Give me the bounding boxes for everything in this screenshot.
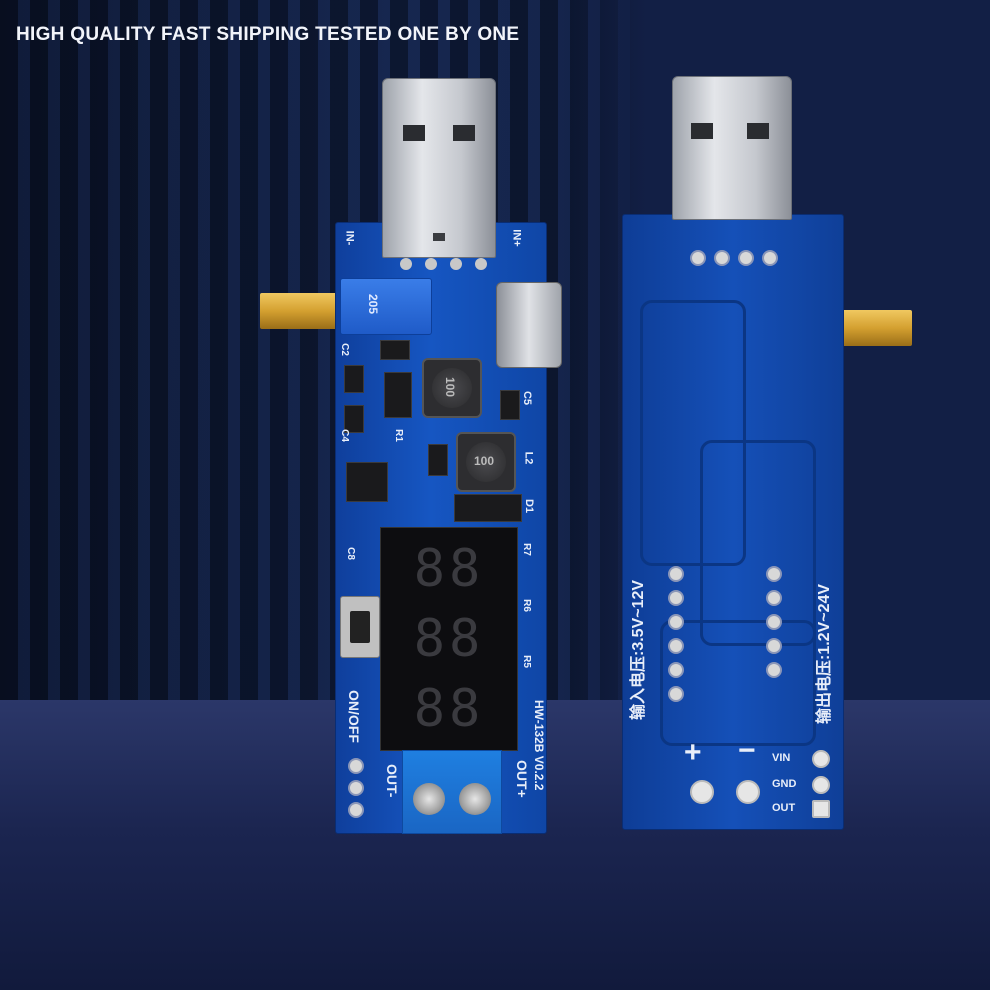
display-pin-pad (766, 638, 782, 654)
display-pin-pad (668, 662, 684, 678)
pad-out (812, 800, 830, 818)
display-digit-2: 88 (413, 609, 485, 669)
usb-plug-front (382, 78, 496, 258)
inductor-1-label: 100 (443, 376, 458, 398)
brass-shaft-back (838, 310, 912, 346)
label-c8: C8 (344, 547, 356, 560)
display-pin-pad (668, 614, 684, 630)
display-pin-pad (668, 590, 684, 606)
banner-headline: HIGH QUALITY FAST SHIPPING TESTED ONE BY… (16, 24, 520, 45)
label-out-plus: OUT+ (514, 760, 530, 798)
usb-pin-pad (714, 250, 730, 266)
inductor-2-label: 100 (474, 454, 495, 468)
smd-component (344, 365, 364, 393)
display-pin-pad (766, 566, 782, 582)
on-off-button[interactable] (340, 596, 380, 658)
label-c4: C4 (338, 429, 350, 442)
label-in-minus: IN- (343, 230, 356, 246)
usb-pin-pad (450, 258, 462, 270)
display-pin-pad (766, 614, 782, 630)
label-vin: VIN (772, 752, 791, 764)
label-c2: C2 (338, 343, 350, 356)
screw-terminal[interactable] (402, 750, 502, 834)
display-digit-1: 88 (413, 539, 485, 599)
label-on-off: ON/OFF (346, 690, 362, 743)
pad-vin (812, 750, 830, 768)
label-r6: R6 (520, 599, 532, 612)
pcb-trace (700, 440, 816, 646)
screw-out-plus[interactable] (459, 783, 491, 815)
label-r7: R7 (520, 543, 532, 556)
label-l2: L2 (522, 451, 535, 465)
label-out-minus: OUT- (384, 764, 400, 798)
label-in-plus: IN+ (510, 229, 523, 247)
screw-out-minus[interactable] (413, 783, 445, 815)
usb-pin-pad (475, 258, 487, 270)
ic-chip (384, 372, 412, 418)
display-pin-pad (668, 686, 684, 702)
header-pad (348, 780, 364, 796)
regulator-ic (346, 462, 388, 502)
potentiometer[interactable]: 205 (340, 278, 432, 335)
label-model: HW-132B V0.2.2 (532, 700, 546, 791)
label-r1: R1 (392, 429, 404, 442)
usb-pin-pad (425, 258, 437, 270)
input-voltage-label: 输入电压:3.5V~12V (630, 579, 647, 720)
label-r5: R5 (520, 655, 532, 668)
pad-gnd (812, 776, 830, 794)
pcb-trace (660, 620, 816, 746)
brass-shaft-front (260, 293, 342, 329)
inductor-1: 100 (422, 358, 482, 418)
diode (454, 494, 522, 522)
smd-component (428, 444, 448, 476)
usb-pin-pad (762, 250, 778, 266)
display-pin-pad (766, 590, 782, 606)
header-pad (348, 802, 364, 818)
display-pin-pad (668, 638, 684, 654)
display-digit-3: 88 (413, 679, 485, 739)
usb-pin-pad (690, 250, 706, 266)
potentiometer-label: 205 (366, 293, 381, 315)
terminal-pad-minus (736, 780, 760, 804)
usb-plug-back (672, 76, 792, 220)
label-out: OUT (772, 802, 796, 814)
back-pcb (622, 214, 844, 830)
label-c5: C5 (521, 390, 534, 406)
display-pin-pad (766, 662, 782, 678)
header-pad (348, 758, 364, 774)
usb-pin-pad (738, 250, 754, 266)
pcb-trace (640, 300, 746, 566)
inductor-2: 100 (456, 432, 516, 492)
smd-component (380, 340, 410, 360)
display-pin-pad (668, 566, 684, 582)
seven-segment-display: 88 88 88 (380, 527, 518, 751)
label-d1: D1 (523, 498, 536, 514)
label-gnd: GND (772, 778, 797, 790)
usb-pin-pad (400, 258, 412, 270)
usb-c-port[interactable] (496, 282, 562, 368)
smd-component (500, 390, 520, 420)
smd-component (344, 405, 364, 433)
output-voltage-label: 输出电压:1.2V~24V (816, 583, 833, 724)
terminal-pad-plus (690, 780, 714, 804)
terminal-minus-label: − (738, 734, 756, 767)
terminal-plus-label: + (684, 736, 702, 769)
